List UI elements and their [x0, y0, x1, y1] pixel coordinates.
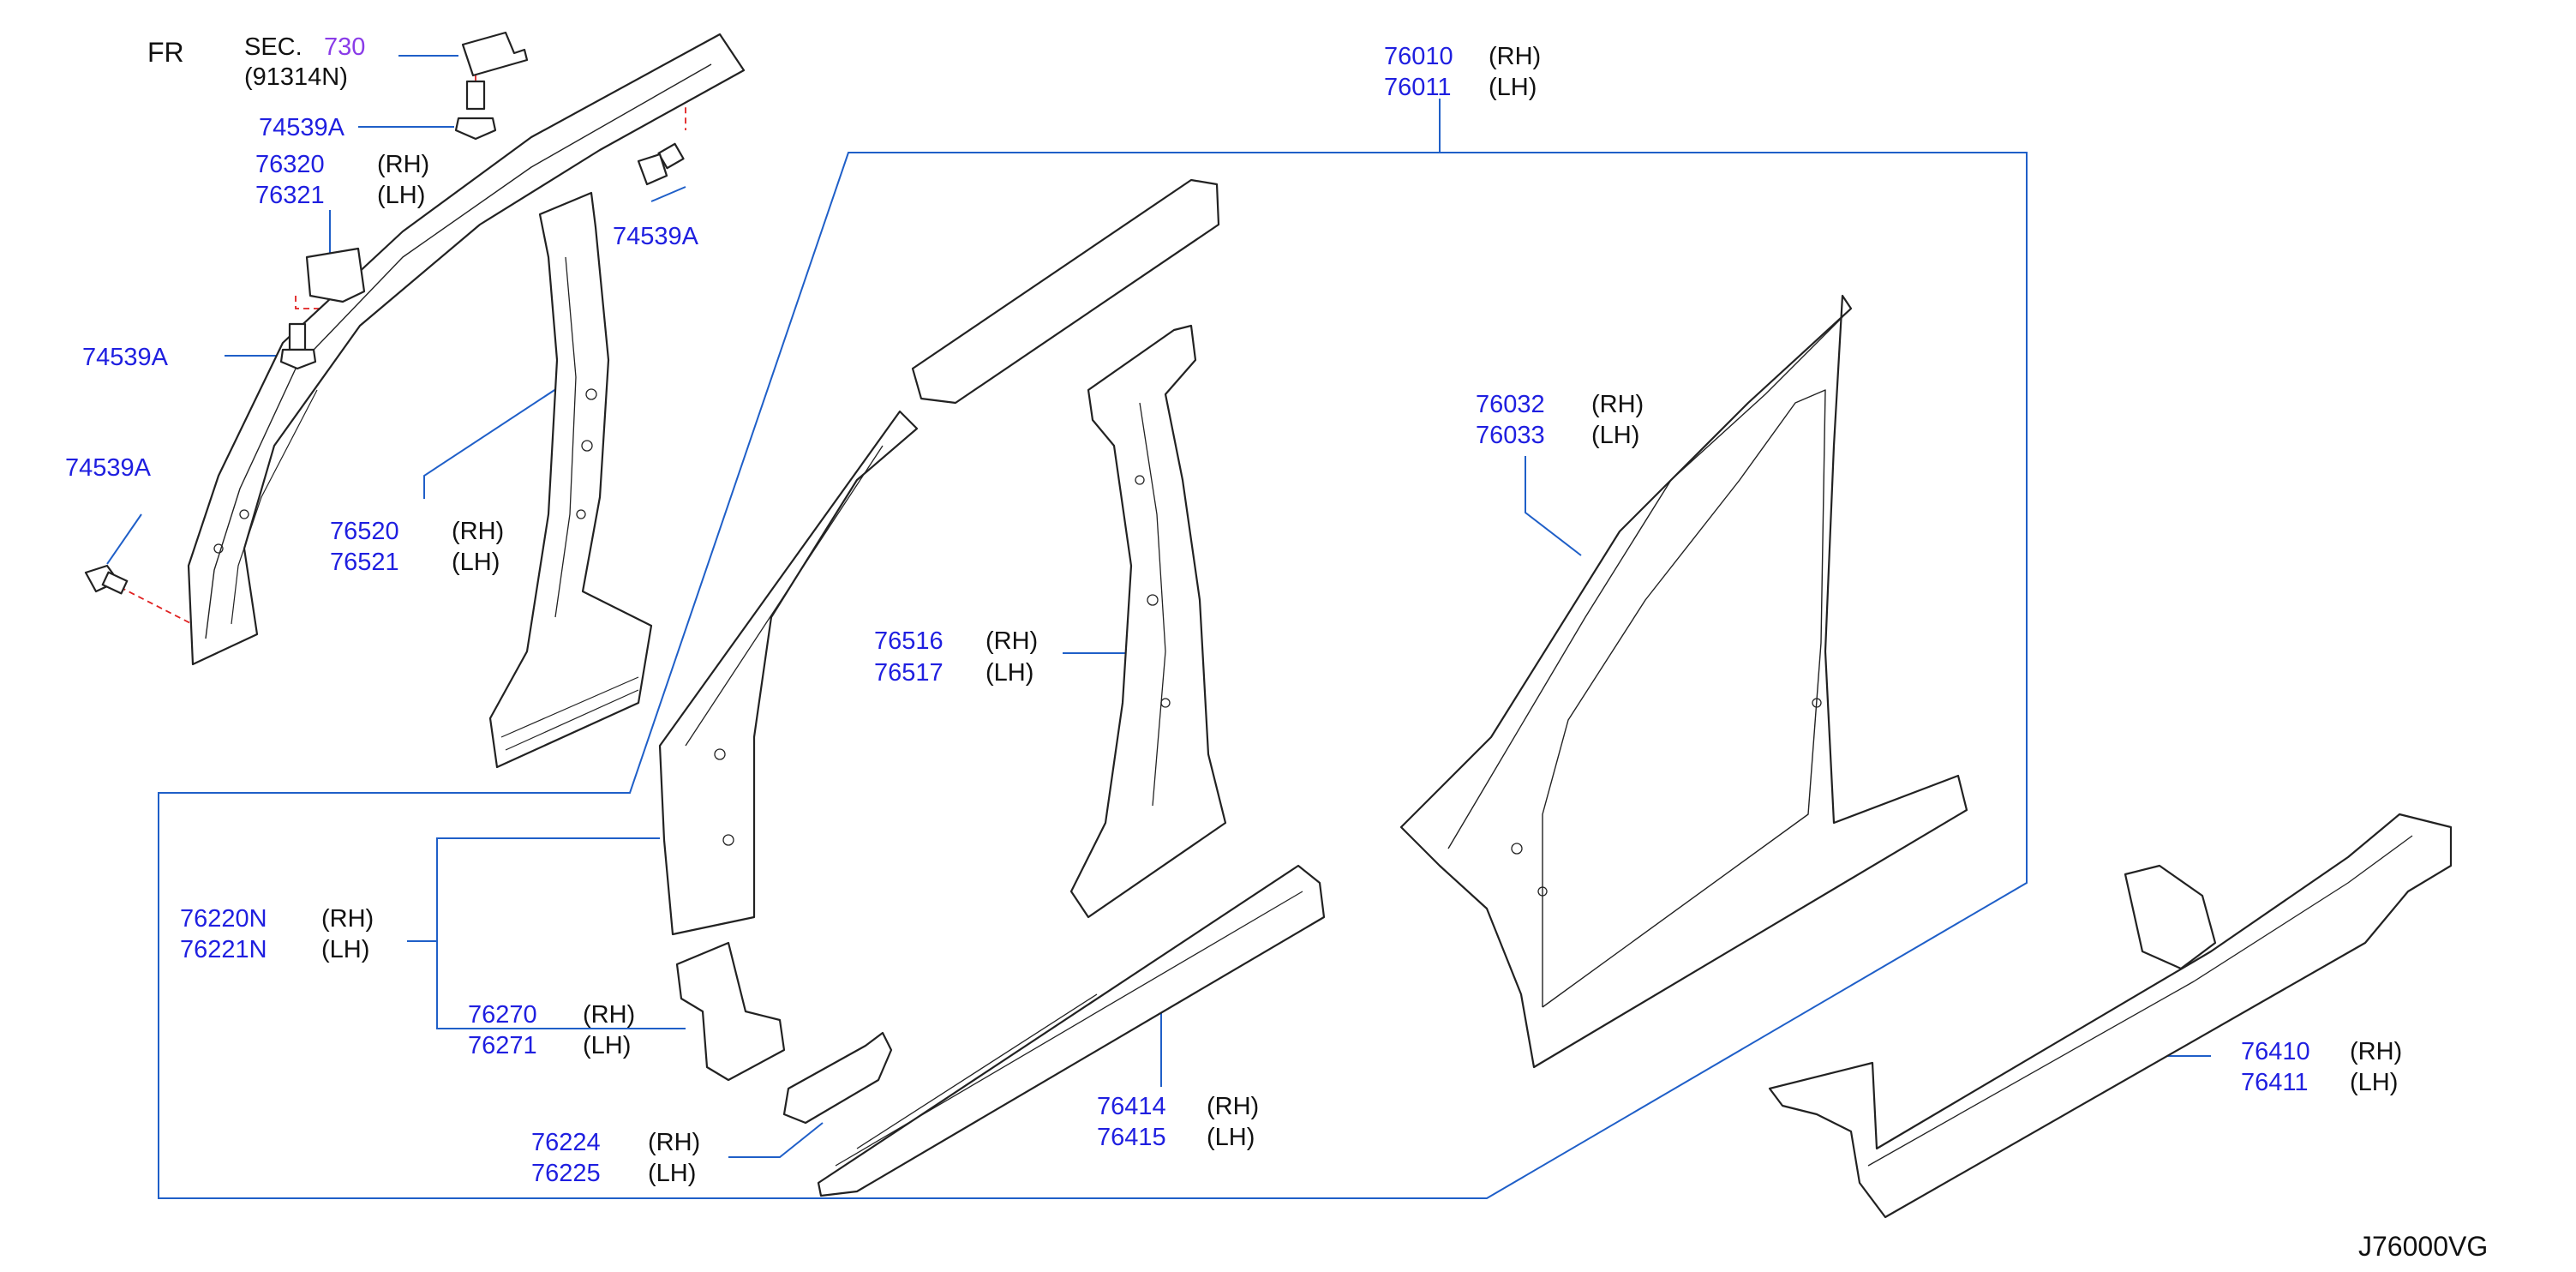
- roof-rail-reinforcement: [911, 178, 1220, 405]
- part-number-76032[interactable]: 76032: [1476, 391, 1545, 418]
- section-part-ref: (91314N): [244, 63, 348, 91]
- part-number-76220n[interactable]: 76220N: [180, 905, 267, 933]
- section-prefix: SEC.: [244, 33, 303, 61]
- bolt-icon: [84, 564, 129, 595]
- side-label-rh: (RH): [583, 1001, 636, 1029]
- part-number-76517[interactable]: 76517: [874, 659, 944, 687]
- leader-74539a-2: [650, 186, 686, 202]
- group-outline-76010: [158, 152, 2028, 1199]
- side-sill-outer: [1768, 813, 2453, 1219]
- side-label-lh: (LH): [1207, 1124, 1255, 1151]
- part-number-76271[interactable]: 76271: [468, 1032, 537, 1059]
- sill-bracket: [782, 1031, 893, 1125]
- side-label-lh: (LH): [321, 936, 370, 963]
- front-marker: FR: [147, 37, 184, 68]
- center-pillar-inner: [1069, 324, 1227, 919]
- part-number-76010[interactable]: 76010: [1384, 43, 1453, 70]
- leader-76270: [436, 941, 686, 1029]
- part-number-74539a-2[interactable]: 74539A: [613, 223, 698, 250]
- upper-bracket: [461, 31, 529, 77]
- part-number-76520[interactable]: 76520: [330, 518, 399, 545]
- front-pillar-inner: [658, 410, 919, 936]
- leader-76520: [423, 376, 575, 499]
- part-number-74539a-3[interactable]: 74539A: [82, 344, 168, 371]
- part-number-76521[interactable]: 76521: [330, 549, 399, 576]
- side-label-lh: (LH): [377, 182, 426, 209]
- side-label-rh: (RH): [1489, 43, 1542, 70]
- part-number-76410[interactable]: 76410: [2241, 1038, 2310, 1065]
- side-label-lh: (LH): [1591, 422, 1640, 449]
- side-label-rh: (RH): [648, 1129, 701, 1156]
- side-label-rh: (RH): [1207, 1093, 1260, 1120]
- part-number-76221n[interactable]: 76221N: [180, 936, 267, 963]
- part-number-74539a-4[interactable]: 74539A: [65, 454, 151, 482]
- side-label-lh: (LH): [648, 1160, 697, 1187]
- part-number-76516[interactable]: 76516: [874, 627, 944, 655]
- bolt-icon: [279, 322, 317, 370]
- part-number-74539a-1[interactable]: 74539A: [259, 114, 344, 141]
- section-number-link[interactable]: 730: [324, 33, 366, 61]
- part-number-76411[interactable]: 76411: [2241, 1069, 2309, 1096]
- side-label-rh: (RH): [2350, 1038, 2403, 1065]
- bolt-icon: [637, 142, 685, 186]
- part-number-76414[interactable]: 76414: [1097, 1093, 1166, 1120]
- side-label-rh: (RH): [985, 627, 1039, 655]
- pillar-bracket: [305, 247, 366, 303]
- leader-76220n: [436, 837, 660, 941]
- side-label-rh: (RH): [321, 905, 374, 933]
- side-label-lh: (LH): [1489, 74, 1537, 101]
- pillar-lower-bracket: [675, 941, 786, 1082]
- side-label-lh: (LH): [452, 549, 500, 576]
- diagram-id: J76000VG: [2358, 1231, 2489, 1262]
- part-number-76011[interactable]: 76011: [1384, 74, 1452, 101]
- side-label-rh: (RH): [1591, 391, 1644, 418]
- part-number-76033[interactable]: 76033: [1476, 422, 1545, 449]
- side-label-lh: (LH): [2350, 1069, 2399, 1096]
- part-number-76415[interactable]: 76415: [1097, 1124, 1166, 1151]
- part-number-76224[interactable]: 76224: [531, 1129, 601, 1156]
- leader-74539a-4: [106, 513, 142, 565]
- side-label-lh: (LH): [583, 1032, 632, 1059]
- side-label-lh: (LH): [985, 659, 1034, 687]
- sill-inner: [817, 864, 1326, 1197]
- part-number-76270[interactable]: 76270: [468, 1001, 537, 1029]
- part-number-76225[interactable]: 76225: [531, 1160, 601, 1187]
- part-number-76320[interactable]: 76320: [255, 151, 325, 178]
- bolt-icon: [454, 80, 497, 141]
- leader-76032: [1525, 456, 1582, 556]
- part-number-76321[interactable]: 76321: [255, 182, 325, 209]
- side-label-rh: (RH): [452, 518, 505, 545]
- leader-76224: [728, 1122, 824, 1158]
- side-label-rh: (RH): [377, 151, 430, 178]
- front-pillar-reinforcement: [488, 191, 653, 769]
